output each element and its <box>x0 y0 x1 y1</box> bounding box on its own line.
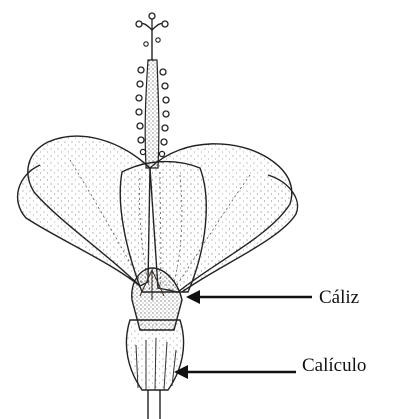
label-caliz: Cáliz <box>319 288 359 307</box>
pointer-arrows <box>174 290 312 379</box>
stigma <box>136 21 142 27</box>
staminal-column <box>136 13 169 168</box>
epicalyx <box>126 320 183 390</box>
pedicel <box>148 390 160 419</box>
stigma <box>162 21 168 27</box>
stigma <box>149 13 155 19</box>
label-caliculo: Calículo <box>302 356 366 375</box>
